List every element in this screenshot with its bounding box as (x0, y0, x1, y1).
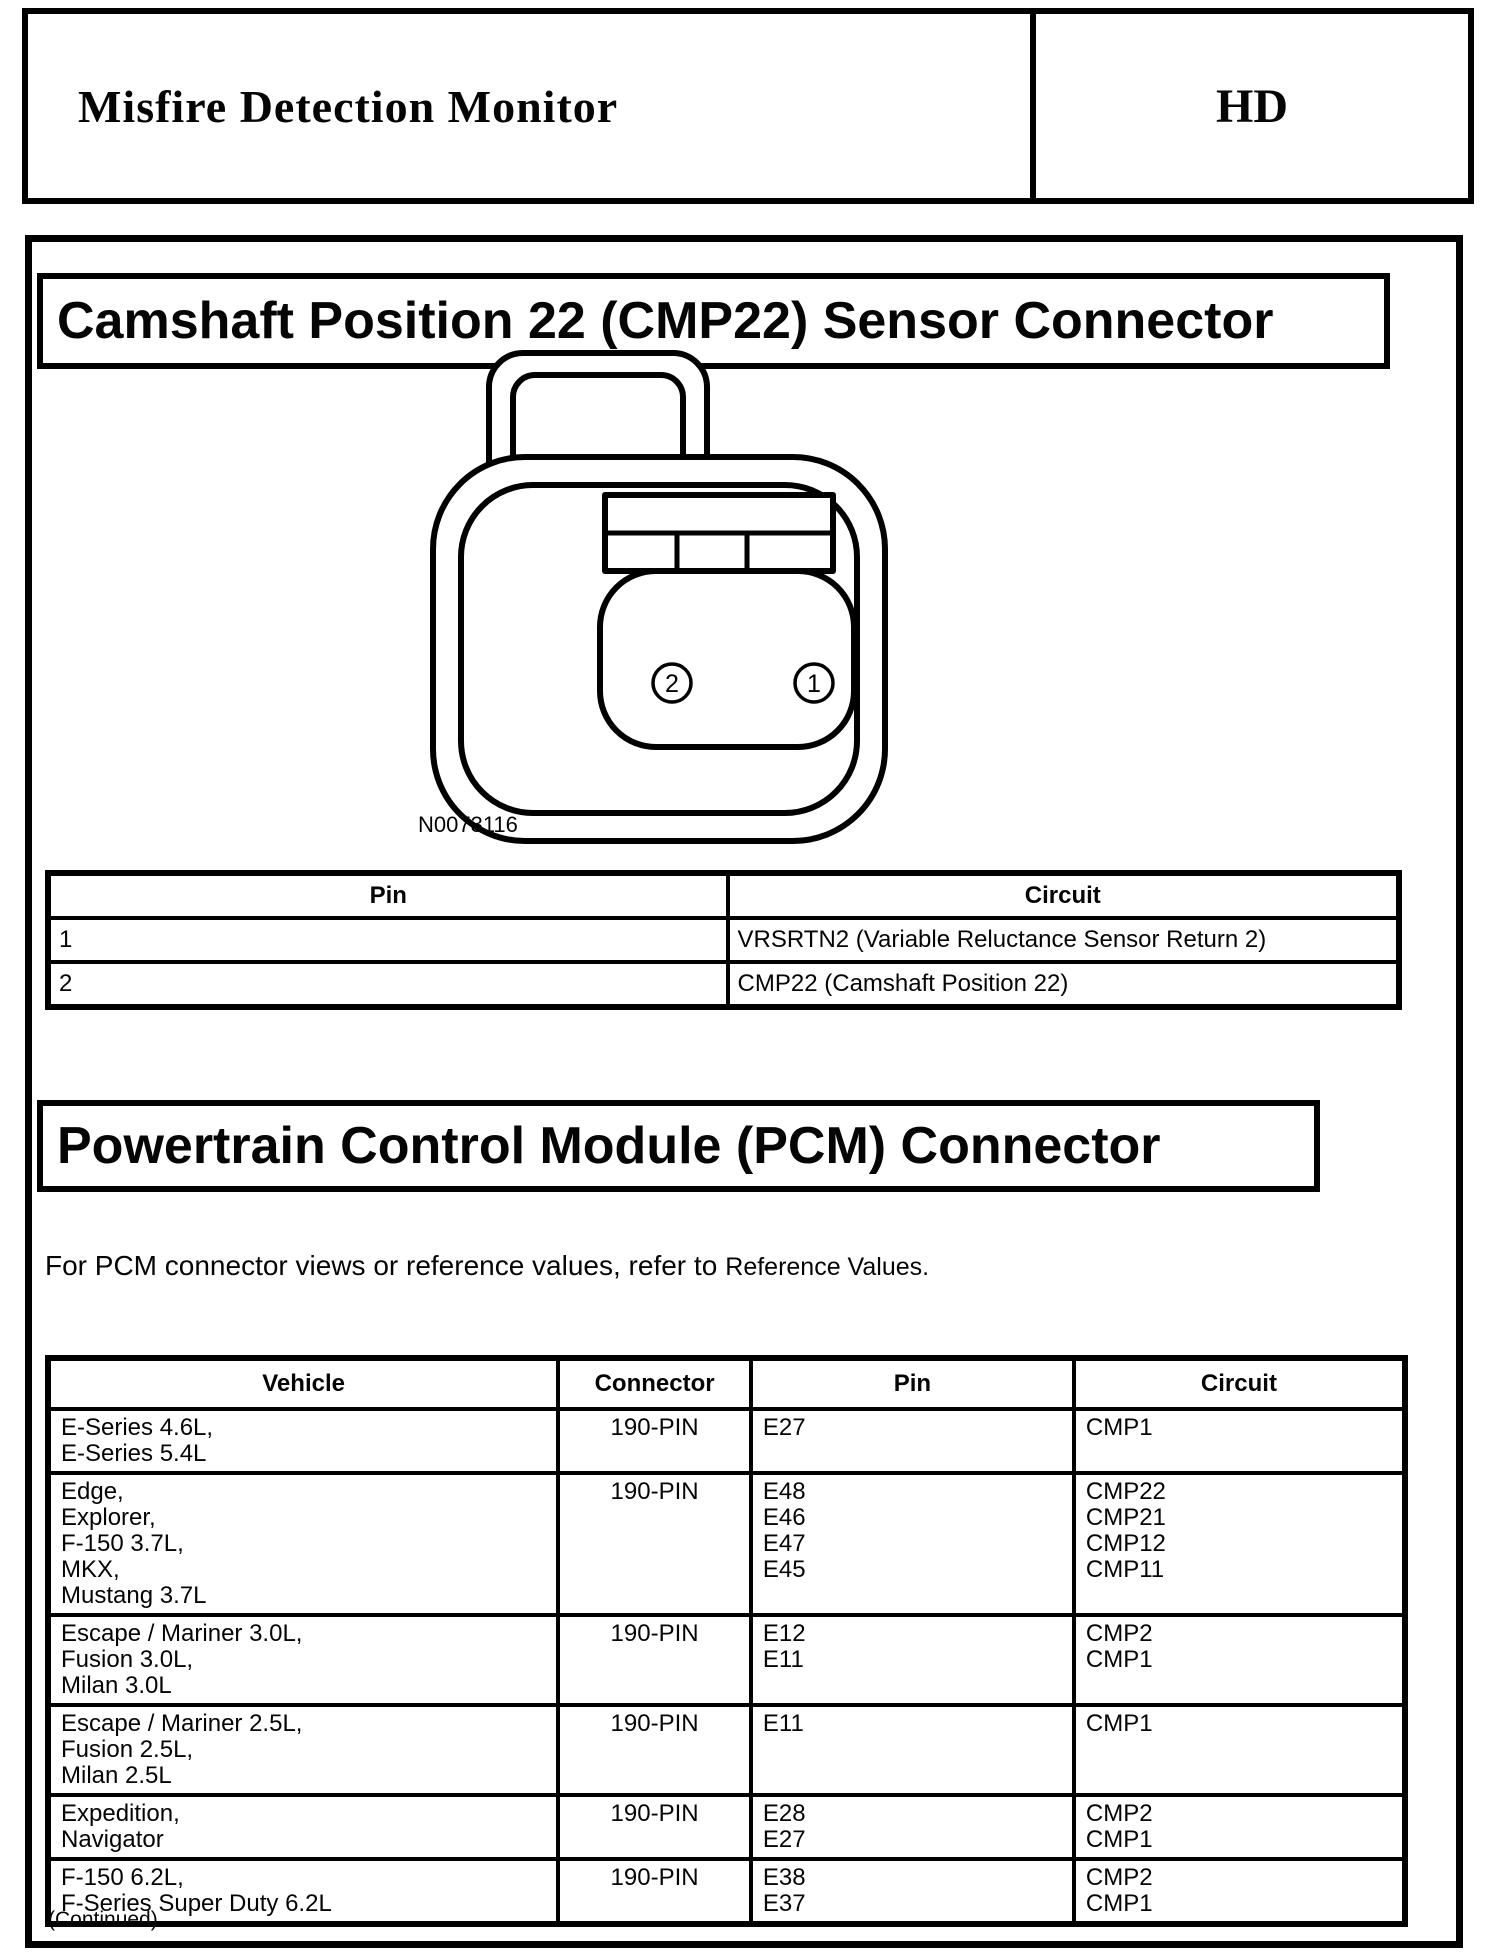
section2-title: Powertrain Control Module (PCM) Connecto… (57, 1117, 1161, 1175)
circuit-cell: CMP22 (Camshaft Position 22) (725, 960, 1402, 1009)
table-row: E-Series 4.6L, E-Series 5.4L 190-PIN E27… (45, 1407, 1408, 1475)
figure-number: N0073116 (418, 812, 518, 837)
pin-cell: 2 (46, 960, 730, 1009)
connector-cell: 190-PIN (556, 1793, 753, 1861)
vehicle-cell: Escape / Mariner 3.0L, Fusion 3.0L, Mila… (45, 1613, 561, 1707)
circuits-cell: CMP1 (1071, 1703, 1408, 1797)
vehicle-cell: E-Series 4.6L, E-Series 5.4L (45, 1407, 561, 1475)
connector-column-header: Connector (556, 1356, 753, 1411)
section1-title: Camshaft Position 22 (CMP22) Sensor Conn… (57, 292, 1274, 350)
connector-cell: 190-PIN (556, 1703, 753, 1797)
connector-cell: 190-PIN (556, 1613, 753, 1707)
vehicle-cell: Edge, Explorer, F-150 3.7L, MKX, Mustang… (45, 1471, 561, 1617)
table-row: Edge, Explorer, F-150 3.7L, MKX, Mustang… (45, 1471, 1408, 1617)
pin-circuit-table: Pin Circuit 1 VRSRTN2 (Variable Reluctan… (45, 870, 1402, 1010)
content-border (25, 235, 1463, 1948)
document-header-right: HD (1030, 14, 1468, 198)
connector-cell: 190-PIN (556, 1407, 753, 1475)
pin-cell: 1 (46, 916, 730, 964)
circuits-cell: CMP22 CMP21 CMP12 CMP11 (1071, 1471, 1408, 1617)
table-row: 1 VRSRTN2 (Variable Reluctance Sensor Re… (46, 916, 1402, 964)
circuit-column-header: Circuit (1071, 1356, 1408, 1411)
intro-paragraph: For PCM connector views or reference val… (45, 1250, 929, 1282)
pin-2-circle (651, 662, 693, 704)
section1-title-box: Camshaft Position 22 (CMP22) Sensor Conn… (37, 273, 1390, 369)
vehicle-column-header: Vehicle (45, 1356, 561, 1411)
vehicle-cell: F-150 6.2L, F-Series Super Duty 6.2L (45, 1857, 561, 1926)
continued-label: (Continued) (48, 1908, 158, 1931)
circuit-column-header: Circuit (725, 871, 1402, 920)
table-row: Escape / Mariner 2.5L, Fusion 2.5L, Mila… (45, 1703, 1408, 1797)
document-header-left: Misfire Detection Monitor (28, 14, 1030, 198)
pin-1-circle (793, 662, 835, 704)
circuits-cell: CMP1 (1071, 1407, 1408, 1475)
vehicle-cell: Escape / Mariner 2.5L, Fusion 2.5L, Mila… (45, 1703, 561, 1797)
table-row: Expedition, Navigator 190-PIN E28 E27 CM… (45, 1793, 1408, 1861)
circuits-cell: CMP2 CMP1 (1071, 1793, 1408, 1861)
connector-face (597, 568, 857, 750)
pin-table-header-row: Pin Circuit (46, 871, 1402, 920)
pin-column-header: Pin (748, 1356, 1076, 1411)
pin-2-label: 2 (665, 670, 679, 698)
pins-cell: E38 E37 (748, 1857, 1076, 1926)
table-row: 2 CMP22 (Camshaft Position 22) (46, 960, 1402, 1009)
pins-cell: E28 E27 (748, 1793, 1076, 1861)
pins-cell: E27 (748, 1407, 1076, 1475)
pins-cell: E48 E46 E47 E45 (748, 1471, 1076, 1617)
document-code: HD (1216, 79, 1288, 133)
pin-1-label: 1 (807, 670, 821, 698)
vehicle-cell: Expedition, Navigator (45, 1793, 561, 1861)
pins-cell: E12 E11 (748, 1613, 1076, 1707)
connector-cell: 190-PIN (556, 1471, 753, 1617)
circuits-cell: CMP2 CMP1 (1071, 1857, 1408, 1926)
intro-text: For PCM connector views or reference val… (45, 1250, 718, 1281)
vehicle-table-header-row: Vehicle Connector Pin Circuit (45, 1356, 1408, 1411)
section2-title-box: Powertrain Control Module (PCM) Connecto… (37, 1100, 1320, 1192)
connector-cell: 190-PIN (556, 1857, 753, 1926)
pin-column-header: Pin (46, 871, 730, 920)
reference-values-link[interactable]: Reference Values. (725, 1253, 930, 1281)
vehicle-table: Vehicle Connector Pin Circuit E-Series 4… (45, 1355, 1408, 1927)
circuit-cell: VRSRTN2 (Variable Reluctance Sensor Retu… (725, 916, 1402, 964)
connector-diagram: 2 1 (430, 350, 888, 844)
document-title: Misfire Detection Monitor (78, 80, 619, 132)
circuits-cell: CMP2 CMP1 (1071, 1613, 1408, 1707)
document-header: Misfire Detection Monitor HD (22, 8, 1474, 204)
pins-cell: E11 (748, 1703, 1076, 1797)
table-row: F-150 6.2L, F-Series Super Duty 6.2L 190… (45, 1857, 1408, 1926)
table-row: Escape / Mariner 3.0L, Fusion 3.0L, Mila… (45, 1613, 1408, 1707)
